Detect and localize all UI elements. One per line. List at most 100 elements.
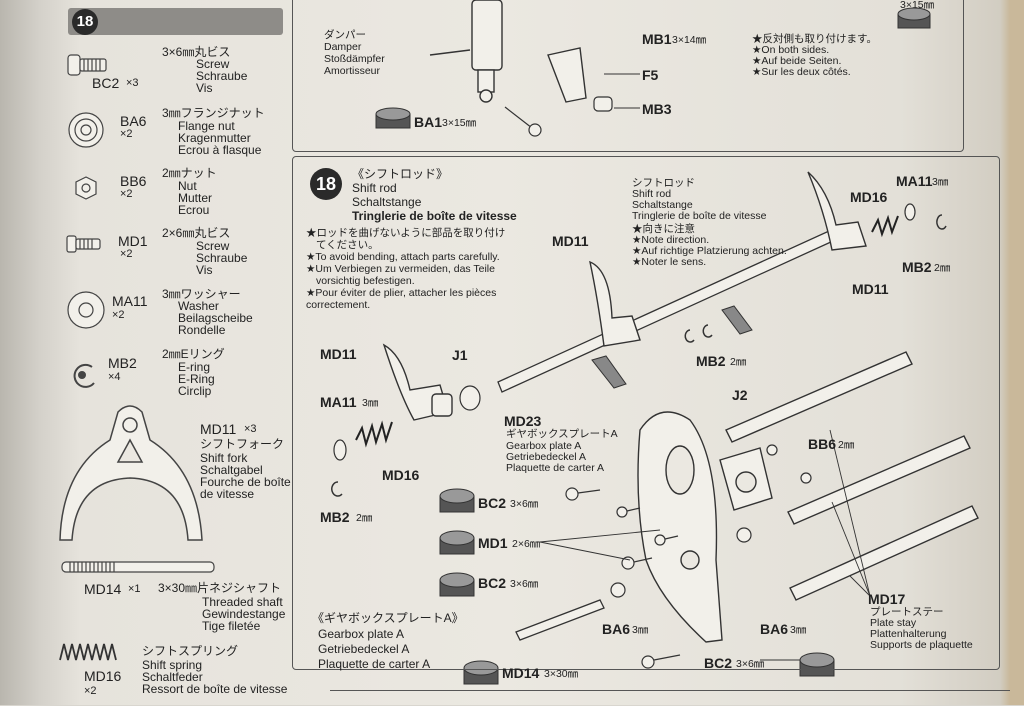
mb2-de: E-Ring xyxy=(178,372,215,386)
ba1-size: 3×15㎜ xyxy=(442,117,477,129)
corner-size: 3×15㎜ xyxy=(900,0,935,11)
ba6-fr: Ecrou à flasque xyxy=(178,143,262,157)
label-ba6-right: BA6 xyxy=(760,621,789,637)
dir-fr: ★Noter le sens. xyxy=(632,256,707,268)
bc2-code: BC2 xyxy=(92,75,120,91)
step18-number: 18 xyxy=(310,168,342,200)
washers-drawing xyxy=(333,203,916,461)
md23-fr: Plaquette de carter A xyxy=(506,462,605,474)
md11-de: Schaltgabel xyxy=(200,463,263,477)
caution-jp-1: ★ロッドを曲げないように部品を取り付け xyxy=(306,227,506,239)
md11-jp: シフトフォーク xyxy=(200,437,285,451)
flange-nut-icon xyxy=(68,112,104,148)
corner-part-icon xyxy=(897,7,931,29)
damper-jp: ダンパー xyxy=(324,29,366,41)
bb6-qty: ×2 xyxy=(120,188,133,200)
md17-en: Plate stay xyxy=(870,617,917,629)
step18-title-fr: Tringlerie de boîte de vitesse xyxy=(352,209,517,223)
step18-box xyxy=(292,156,1000,670)
caution-fr-2: correctement. xyxy=(306,299,371,311)
label-bc2-c-size: 3×6㎜ xyxy=(736,658,765,670)
caution-jp-2: てください。 xyxy=(316,239,379,251)
shift-fork-middle-drawing xyxy=(589,260,641,347)
bb6-de: Mutter xyxy=(178,191,213,205)
mb2-code: MB2 xyxy=(108,355,137,371)
md1-qty: ×2 xyxy=(120,248,133,260)
ba6-de: Kragenmutter xyxy=(178,131,251,145)
note-en: ★On both sides. xyxy=(752,44,830,56)
label-md11-left: MD11 xyxy=(320,346,357,362)
mb3-part-drawing xyxy=(593,96,613,112)
label-bc2-b: BC2 xyxy=(478,575,507,591)
label-ma11-right: MA11 xyxy=(896,173,933,189)
screw-icon xyxy=(67,54,107,76)
md14-jp: 3×30㎜片ネジシャフト xyxy=(158,581,282,595)
label-ma11-left: MA11 xyxy=(320,394,357,410)
mb3-code: MB3 xyxy=(642,101,672,117)
label-ba6-left-size: 3㎜ xyxy=(632,624,649,636)
step18-title-jp: 《シフトロッド》 xyxy=(352,167,449,181)
md23-jp: ギヤボックスプレートA xyxy=(506,428,618,440)
ma11-fr: Rondelle xyxy=(178,323,226,337)
bb6-code: BB6 xyxy=(120,173,147,189)
md14-fr: Tige filetée xyxy=(202,619,261,633)
bc2-de: Schraube xyxy=(196,69,248,83)
bb6-fr: Ecrou xyxy=(178,203,210,217)
label-ma11-left-size: 3㎜ xyxy=(362,397,379,409)
md16-code: MD16 xyxy=(84,668,122,684)
threaded-shaft-icon xyxy=(61,561,215,573)
damper-drawing xyxy=(429,0,503,103)
nut-icon xyxy=(75,176,97,200)
md23-code: MD23 xyxy=(504,413,542,429)
label-bb6: BB6 xyxy=(808,436,837,452)
bc2-fr: Vis xyxy=(196,81,213,95)
md1-en: Screw xyxy=(196,239,230,253)
label-md11-right: MD11 xyxy=(852,281,889,297)
md16-de: Schaltfeder xyxy=(142,670,203,684)
md14-en: Threaded shaft xyxy=(202,595,283,609)
md14-de: Gewindestange xyxy=(202,607,286,621)
rod-en: Shift rod xyxy=(632,188,672,200)
plate-stays-drawing xyxy=(725,351,979,601)
step18-title-de: Schaltstange xyxy=(352,195,422,209)
ma11-code: MA11 xyxy=(112,293,148,309)
md14-code: MD14 xyxy=(84,581,122,597)
spring-icon xyxy=(59,643,117,661)
label-mb2-left: MB2 xyxy=(320,509,350,525)
leader-lines xyxy=(539,73,871,661)
bc2-jp: 3×6㎜丸ビス xyxy=(162,45,231,59)
rod-de: Schaltstange xyxy=(632,199,693,211)
md11-fr: Fourche de boîte xyxy=(200,475,291,489)
label-mb2-left-size: 2㎜ xyxy=(356,512,373,524)
md14-qty: ×1 xyxy=(128,583,141,595)
bc2-qty: ×3 xyxy=(126,77,139,89)
ma11-en: Washer xyxy=(178,299,219,313)
assembly-screws-drawing xyxy=(565,444,812,669)
md1-de: Schraube xyxy=(196,251,248,265)
md17-jp: プレートステー xyxy=(870,606,944,618)
label-bc2-b-size: 3×6㎜ xyxy=(510,578,539,590)
mb2-jp: 2㎜Eリング xyxy=(162,347,225,361)
label-mb2-middle: MB2 xyxy=(696,353,726,369)
ba6-qty: ×2 xyxy=(120,128,133,140)
md11-code: MD11 xyxy=(200,421,237,437)
md17-de: Plattenhalterung xyxy=(870,628,947,640)
spring-right-drawing xyxy=(871,214,899,238)
md1-fr: Vis xyxy=(196,263,213,277)
shift-fork-icon xyxy=(59,405,203,541)
mb1-size: 3×14㎜ xyxy=(672,34,707,46)
label-md14: MD14 xyxy=(502,665,540,681)
md23-en: Gearbox plate A xyxy=(506,440,582,452)
threaded-shaft-drawing xyxy=(515,599,605,641)
bb6-en: Nut xyxy=(178,179,197,193)
label-bc2-a-size: 3×6㎜ xyxy=(510,498,539,510)
previous-step-box xyxy=(292,0,964,152)
label-j1: J1 xyxy=(452,347,468,363)
motor-mount-drawing xyxy=(719,447,773,511)
md11-qty: ×3 xyxy=(244,423,257,435)
md17-fr: Supports de plaquette xyxy=(870,639,973,651)
mb2-en: E-ring xyxy=(178,360,211,374)
md16-fr: Ressort de boîte de vitesse xyxy=(142,682,288,696)
grease-tube-icons xyxy=(591,305,753,389)
ma11-de: Beilagscheibe xyxy=(178,311,253,325)
